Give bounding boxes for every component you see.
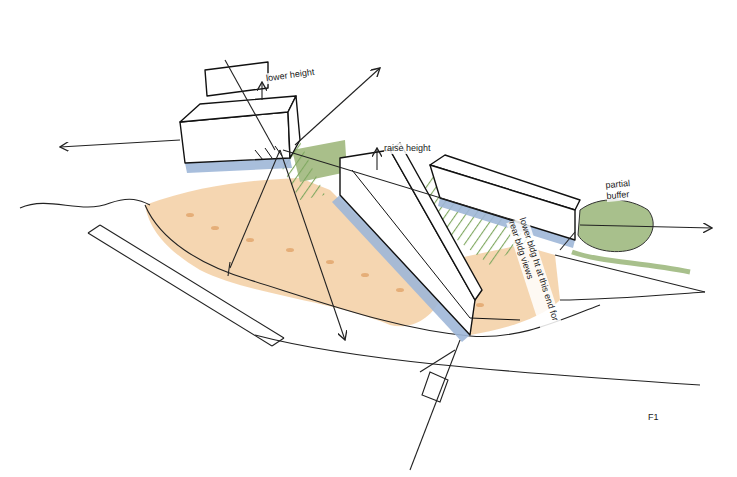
annotation-label: raise height — [384, 143, 431, 154]
annotation-label: F1 — [648, 412, 659, 423]
annotation-label: lower height — [265, 67, 315, 85]
annotation-label: partial buffer — [605, 176, 655, 202]
